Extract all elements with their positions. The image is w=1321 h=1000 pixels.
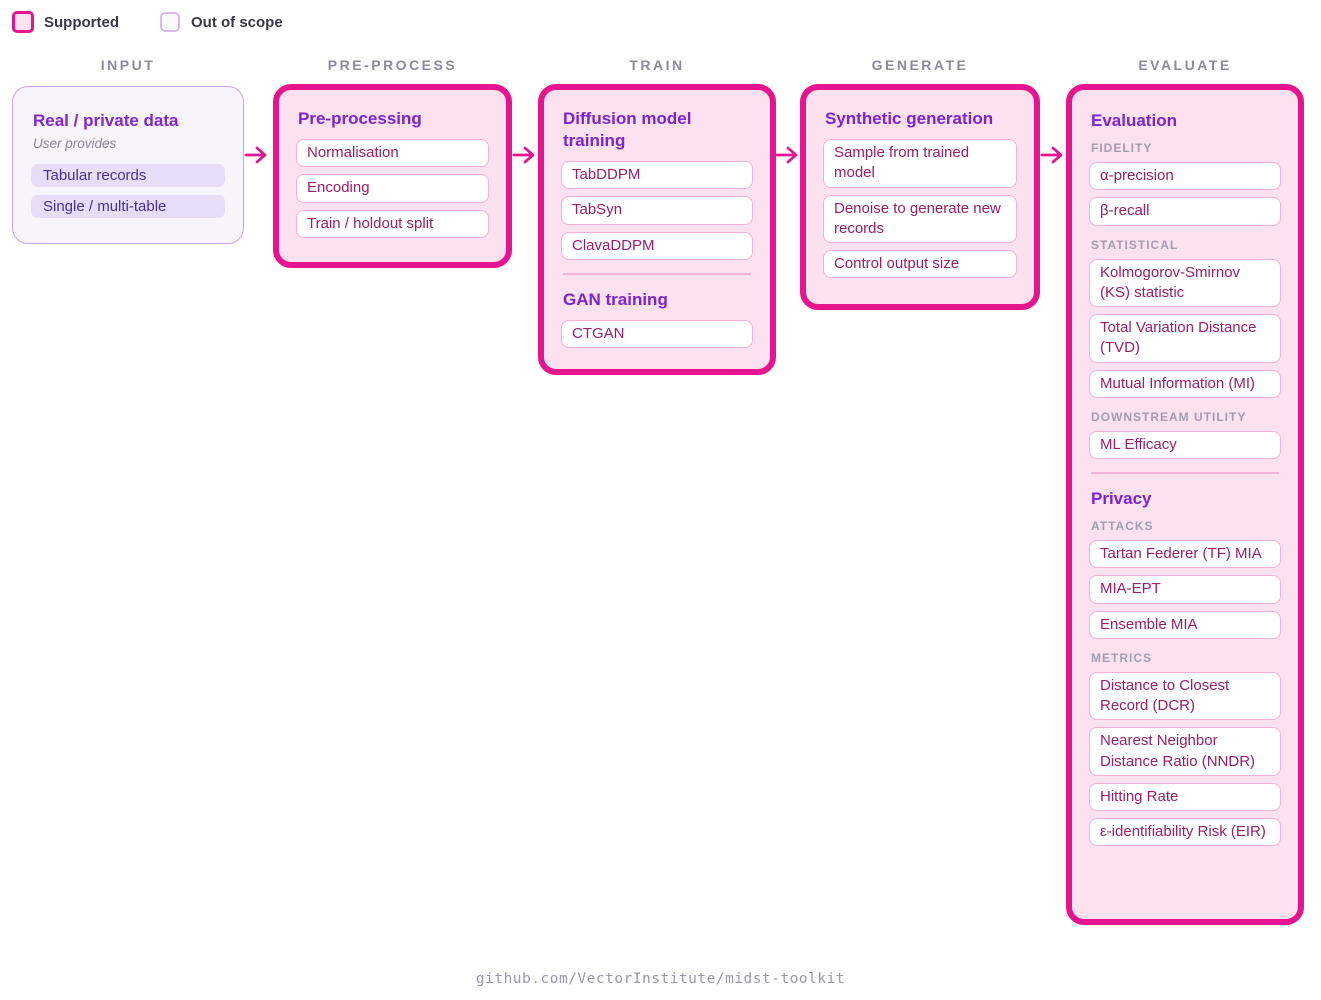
input-card: Real / private data User provides Tabula…	[12, 86, 244, 244]
supported-checkbox-icon	[12, 11, 34, 33]
group-label-downstream-utility: DOWNSTREAM UTILITY	[1091, 409, 1247, 424]
arrow-right-icon	[512, 146, 535, 164]
group-label-attacks: ATTACKS	[1091, 519, 1154, 534]
arrow-right-icon	[244, 146, 267, 164]
group-label-fidelity: FIDELITY	[1091, 141, 1153, 156]
footer-repo-url: github.com/VectorInstitute/midst-toolkit	[475, 971, 846, 987]
train-gan-title: GAN training	[563, 289, 668, 309]
train-item: CTGAN	[561, 320, 753, 349]
attack-item: Ensemble MIA	[1089, 610, 1281, 639]
generate-card: Synthetic generation Sample from trained…	[800, 84, 1040, 310]
attack-item: Tartan Federer (TF) MIA	[1089, 540, 1281, 569]
input-card-title: Real / private data	[33, 111, 179, 130]
column-header-generate: GENERATE	[871, 57, 969, 73]
privacy-metric: Nearest Neighbor Distance Ratio (NNDR)	[1089, 727, 1281, 776]
train-card: Diffusion model training TabDDPM TabSyn …	[538, 84, 776, 375]
preprocess-card-title: Pre-processing	[298, 109, 422, 128]
legend-item-out-of-scope: Out of scope	[159, 11, 283, 33]
column-header-preprocess: PRE-PROCESS	[327, 57, 458, 73]
column-header-train: TRAIN	[629, 57, 685, 73]
generate-item: Control output size	[823, 250, 1017, 279]
train-item: TabDDPM	[561, 161, 753, 190]
downstream-utility-metric: ML Efficacy	[1089, 430, 1281, 460]
privacy-metric: Hitting Rate	[1089, 782, 1281, 812]
statistical-metric: Total Variation Distance (TVD)	[1089, 314, 1281, 363]
column-header-input: INPUT	[100, 57, 156, 73]
statistical-metric: Mutual Information (MI)	[1089, 369, 1281, 398]
input-card-subtitle: User provides	[33, 136, 117, 151]
attack-item: MIA-EPT	[1089, 575, 1281, 604]
generate-item: Sample from trained model	[823, 139, 1017, 188]
train-item: ClavaDDPM	[561, 231, 753, 260]
preprocess-card: Pre-processing Normalisation Encoding Tr…	[273, 84, 512, 268]
preprocess-item: Train / holdout split	[296, 209, 489, 238]
statistical-metric: Kolmogorov-Smirnov (KS) statistic	[1089, 258, 1281, 308]
arrow-right-icon	[775, 146, 798, 164]
evaluate-card: Evaluation FIDELITY α-precision β-recall…	[1066, 84, 1304, 925]
train-card-divider	[563, 272, 751, 275]
evaluate-card-divider	[1091, 472, 1279, 475]
evaluation-section-title: Evaluation	[1091, 111, 1177, 130]
privacy-section-title: Privacy	[1091, 489, 1152, 509]
column-header-evaluate: EVALUATE	[1138, 57, 1232, 73]
group-label-statistical: STATISTICAL	[1091, 237, 1179, 252]
legend: Supported Out of scope	[12, 11, 283, 33]
legend-out-of-scope-label: Out of scope	[191, 13, 283, 31]
preprocess-item: Encoding	[296, 174, 489, 203]
input-chip: Single / multi-table	[31, 195, 225, 218]
train-diffusion-title: Diffusion model training	[563, 109, 692, 151]
fidelity-metric: α-precision	[1089, 162, 1281, 191]
generate-card-title: Synthetic generation	[825, 109, 994, 128]
generate-item: Denoise to generate new records	[823, 194, 1017, 244]
privacy-metric: Distance to Closest Record (DCR)	[1089, 671, 1281, 721]
out-of-scope-checkbox-icon	[160, 12, 180, 32]
legend-item-supported: Supported	[12, 11, 119, 33]
train-item: TabSyn	[561, 196, 753, 225]
legend-supported-label: Supported	[44, 13, 119, 31]
arrow-right-icon	[1040, 146, 1063, 164]
preprocess-item: Normalisation	[296, 139, 489, 168]
privacy-metric: ε-identifiability Risk (EIR)	[1089, 818, 1281, 847]
group-label-metrics: METRICS	[1091, 650, 1152, 665]
fidelity-metric: β-recall	[1089, 197, 1281, 226]
input-chip: Tabular records	[31, 164, 225, 187]
